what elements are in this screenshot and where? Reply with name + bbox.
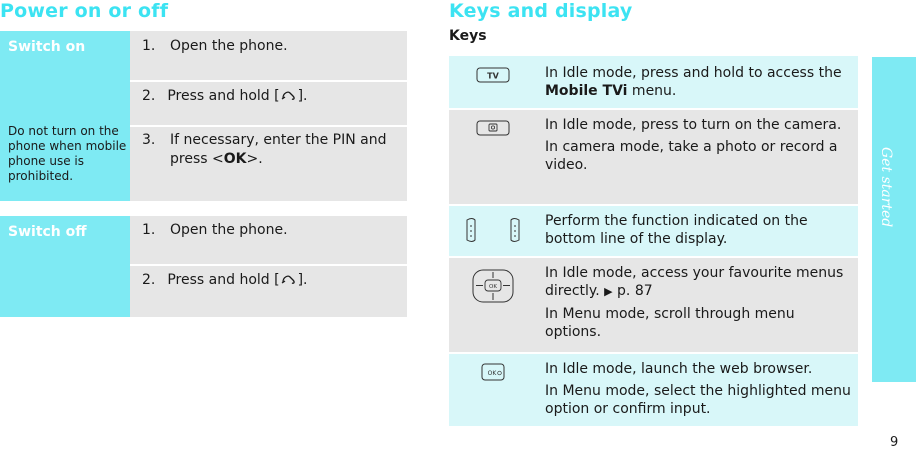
desc-text: In Idle mode, press and hold to access t…: [545, 65, 842, 81]
step-text-after: ].: [297, 88, 308, 104]
key-description: In Idle mode, access your favourite menu…: [545, 264, 854, 345]
navigation-key-icon: OK: [472, 269, 514, 303]
divider: [130, 80, 407, 82]
ok-browser-key-icon: OK: [481, 363, 505, 381]
step-text: 2. Press and hold [].: [142, 87, 403, 106]
step-row: 2. Press and hold [].: [130, 82, 407, 125]
divider: [449, 108, 858, 110]
key-row-navigation: OK In Idle mode, access your favourite m…: [449, 258, 858, 352]
step-text: Open the phone.: [170, 38, 288, 54]
key-row-softkeys: Perform the function indicated on the bo…: [449, 206, 858, 256]
step-text-before: Press and hold [: [167, 272, 280, 288]
step-row: 1. Open the phone.: [130, 216, 407, 264]
power-key-icon: [281, 275, 295, 284]
step-number: 2.: [142, 88, 156, 104]
step-row: 1. Open the phone.: [130, 31, 407, 86]
tv-key-label: TV: [487, 72, 499, 81]
switch-on-note: Do not turn on the phone when mobile pho…: [8, 124, 127, 183]
tv-key-icon: TV: [476, 67, 510, 83]
camera-key-icon: [476, 120, 510, 136]
desc-text: In Idle mode, launch the web browser.: [545, 361, 813, 377]
key-icon-cell: OK: [449, 258, 537, 352]
step-number: 1.: [142, 222, 156, 238]
section-title-keys: Keys and display: [449, 0, 633, 22]
ok-key-label: OK: [488, 370, 498, 377]
key-description: In Idle mode, press and hold to access t…: [545, 64, 854, 104]
key-icon-cell: [449, 206, 537, 256]
step-text-before: Press and hold [: [167, 88, 280, 104]
step-text-after: ].: [297, 272, 308, 288]
switch-off-label: Switch off: [8, 224, 87, 240]
desc-text: In Idle mode, access your favourite menu…: [545, 265, 844, 299]
chapter-tab-label: Get started: [878, 147, 894, 228]
ok-softkey-label: OK: [223, 151, 247, 167]
key-row-camera: In Idle mode, press to turn on the camer…: [449, 110, 858, 204]
page-number: 9: [890, 435, 899, 450]
key-icon-cell: OK: [449, 354, 537, 426]
step-text: Open the phone.: [170, 222, 288, 238]
step-text-before: If necessary, enter the PIN and press <: [170, 132, 387, 167]
desc-text: In Idle mode, press to turn on the camer…: [545, 117, 842, 133]
divider: [449, 352, 858, 354]
switch-on-label: Switch on: [8, 39, 86, 55]
soft-keys-icon: [466, 218, 520, 242]
divider: [449, 204, 858, 206]
key-description: Perform the function indicated on the bo…: [545, 212, 854, 252]
desc-text: In camera mode, take a photo or record a…: [545, 139, 838, 173]
step-text: If necessary, enter the PIN and press <O…: [170, 131, 403, 169]
step-text: 2. Press and hold [].: [142, 271, 403, 290]
switch-on-sidebar: Switch on Do not turn on the phone when …: [0, 31, 130, 201]
key-description: In Idle mode, launch the web browser. In…: [545, 360, 854, 422]
switch-on-panel: Switch on Do not turn on the phone when …: [0, 31, 407, 201]
step-text-after: >.: [246, 151, 263, 167]
subsection-title-keys: Keys: [449, 28, 487, 44]
step-number: 3.: [142, 132, 156, 148]
desc-text: Perform the function indicated on the bo…: [545, 213, 808, 247]
desc-text: In Menu mode, scroll through menu option…: [545, 306, 795, 340]
step-number: 1.: [142, 38, 156, 54]
nav-ok-label: OK: [489, 284, 497, 290]
key-row-ok: OK In Idle mode, launch the web browser.…: [449, 354, 858, 426]
divider: [130, 264, 407, 266]
desc-text: In Menu mode, select the highlighted men…: [545, 383, 851, 417]
switch-off-panel: Switch off 1. Open the phone. 2. Press an…: [0, 216, 407, 317]
key-icon-cell: [449, 110, 537, 204]
key-row-tv: TV In Idle mode, press and hold to acces…: [449, 56, 858, 108]
section-title-power: Power on or off: [0, 0, 169, 22]
key-description: In Idle mode, press to turn on the camer…: [545, 116, 854, 178]
step-row: 3. If necessary, enter the PIN and press…: [130, 127, 407, 201]
menu-name: Mobile TVi: [545, 83, 628, 99]
step-row: 2. Press and hold [].: [130, 266, 407, 317]
page-reference: p. 87: [612, 283, 653, 299]
switch-off-sidebar: Switch off: [0, 216, 130, 317]
desc-text: menu.: [627, 83, 677, 99]
chapter-tab: Get started: [872, 57, 916, 382]
divider: [449, 256, 858, 258]
arrow-right-icon: ▶: [604, 285, 613, 298]
key-icon-cell: TV: [449, 56, 537, 108]
divider: [130, 125, 407, 127]
power-key-icon: [281, 91, 295, 100]
step-number: 2.: [142, 272, 156, 288]
